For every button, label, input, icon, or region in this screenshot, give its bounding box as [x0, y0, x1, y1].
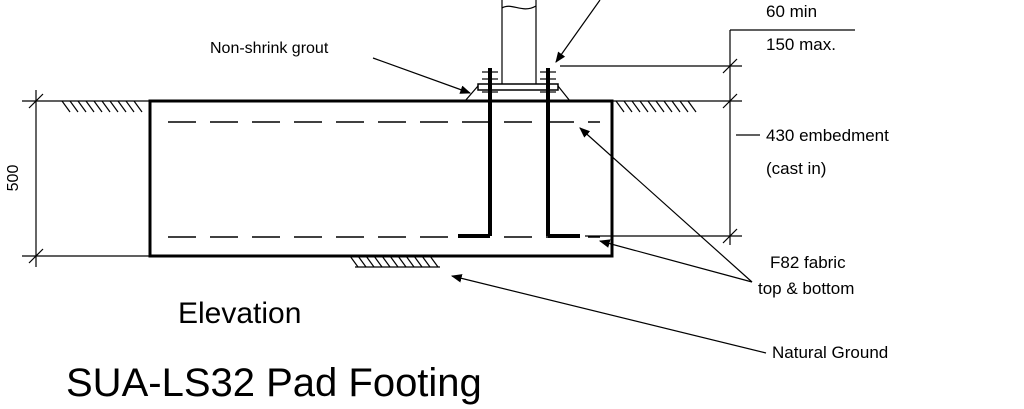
- anchor-bolt-right: [540, 68, 580, 238]
- anchor-bolt-left: [458, 68, 498, 238]
- leader-top: [555, 0, 601, 63]
- embedment-label-line2: (cast in): [766, 159, 826, 178]
- dim-500-label: 500: [5, 165, 22, 192]
- view-label: Elevation: [178, 297, 301, 330]
- leader-fabric-bottom: [598, 239, 753, 283]
- dim-150-max-label: 150 max.: [766, 35, 836, 54]
- concrete-pad: [148, 99, 614, 258]
- fabric-label-line2: top & bottom: [758, 279, 854, 298]
- leader-natural-ground: [450, 274, 767, 354]
- dimension-chain-right: [560, 29, 855, 245]
- dim-60-min-label: 60 min: [766, 2, 817, 21]
- fabric-label-line1: F82 fabric: [770, 253, 846, 272]
- drawing-title: SUA-LS32 Pad Footing: [66, 361, 482, 405]
- dimension-500: [22, 90, 150, 267]
- ground-hatch-left: [58, 100, 150, 113]
- non-shrink-grout-label: Non-shrink grout: [210, 40, 329, 57]
- natural-ground-label: Natural Ground: [772, 343, 888, 362]
- ground-hatch-bottom: [349, 255, 440, 268]
- post: [501, 0, 537, 84]
- leader-grout: [372, 57, 472, 94]
- base-plate: [477, 83, 559, 91]
- ground-hatch-right: [612, 100, 705, 113]
- embedment-label-line1: 430 embedment: [766, 126, 889, 145]
- leader-fabric-top: [579, 127, 753, 283]
